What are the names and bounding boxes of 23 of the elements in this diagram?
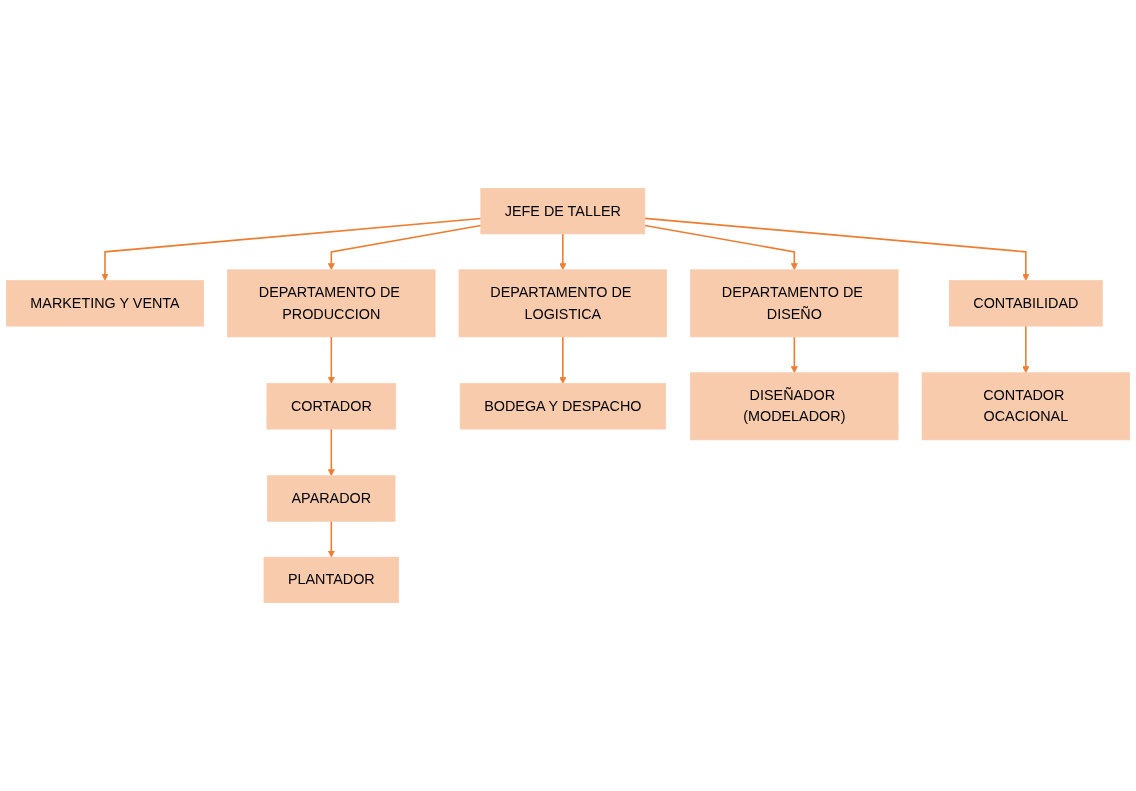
node-box: MARKETING Y VENTA [6, 280, 204, 327]
node-box: JEFE DE TALLER [480, 187, 646, 235]
node-box: DISEÑADOR (MODELADOR) [690, 372, 899, 441]
node-box: DEPARTAMENTO DE PRODUCCION [227, 269, 436, 338]
node-box: BODEGA Y DESPACHO [459, 383, 666, 430]
arrow [559, 233, 567, 271]
node-box: CONTADOR OCACIONAL [921, 372, 1130, 441]
arrow [101, 217, 482, 281]
arrow [1022, 325, 1030, 374]
arrow [644, 217, 1030, 281]
arrow [644, 224, 798, 271]
node-box: CONTABILIDAD [948, 280, 1103, 327]
arrow [327, 520, 335, 558]
node-box: APARADOR [267, 475, 396, 522]
arrow [790, 336, 798, 374]
node-box: CORTADOR [266, 383, 397, 430]
node-box: DEPARTAMENTO DE LOGISTICA [458, 269, 667, 338]
node-box: DEPARTAMENTO DE DISEÑO [690, 269, 899, 338]
arrow [327, 336, 335, 384]
arrow [327, 224, 482, 271]
arrow [327, 428, 335, 477]
node-box: PLANTADOR [263, 556, 400, 604]
arrow [559, 336, 567, 384]
